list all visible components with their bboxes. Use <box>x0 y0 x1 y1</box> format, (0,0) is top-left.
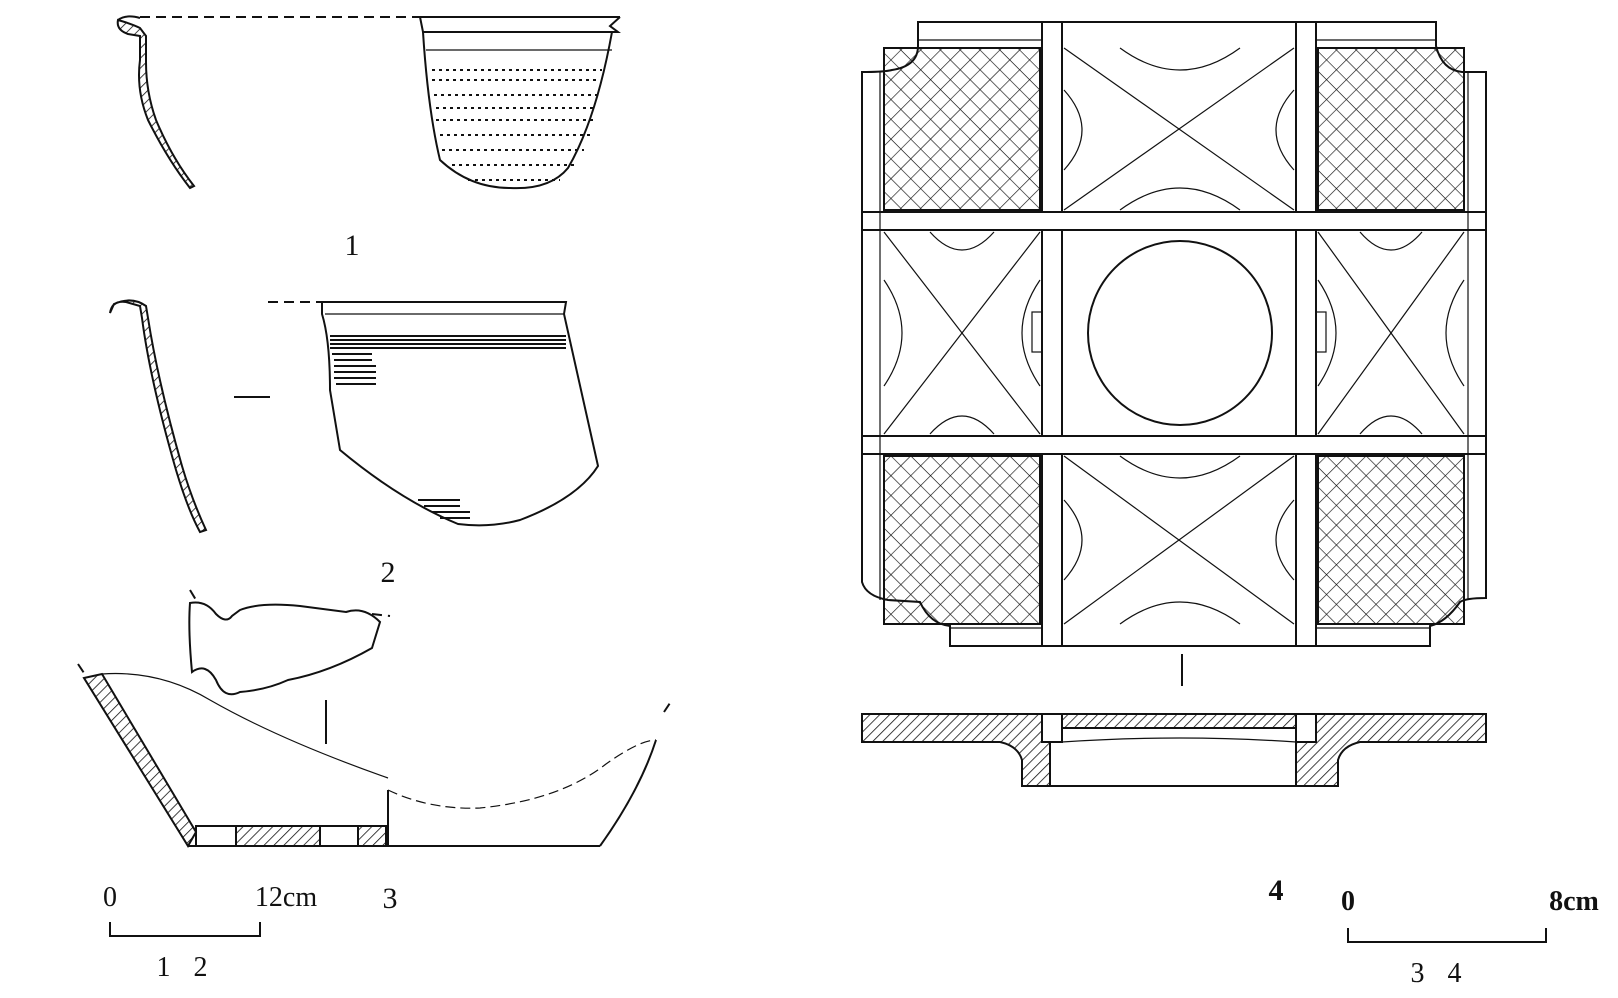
figure-1-drawing <box>116 15 621 190</box>
figure-4-label: 4 <box>1269 874 1284 907</box>
crosshatch-panel-bl <box>883 455 1041 625</box>
scale-bar-right: 0 8cm 3 4 <box>1341 886 1599 989</box>
figure-3-drawing <box>77 589 673 848</box>
figure-2-label: 2 <box>381 556 396 589</box>
scale-left-applies-to: 1 2 <box>157 952 216 983</box>
crosshatch-panel-tr <box>1317 47 1465 211</box>
figure-1-label: 1 <box>345 229 360 262</box>
scale-right-applies-to: 3 4 <box>1411 958 1470 989</box>
scale-right-start: 0 <box>1341 886 1355 917</box>
scale-bar-left: 0 12cm 1 2 <box>103 882 317 983</box>
figure-2-drawing <box>109 299 600 534</box>
figure-3-label: 3 <box>383 882 398 915</box>
central-ring <box>1087 240 1273 426</box>
scale-right-end: 8cm <box>1549 886 1599 917</box>
scale-left-end: 12cm <box>255 882 317 913</box>
crosshatch-panel-br <box>1317 455 1465 625</box>
crosshatch-panel-tl <box>883 47 1041 211</box>
scale-left-start: 0 <box>103 882 117 913</box>
figure-4-drawing <box>861 21 1487 787</box>
